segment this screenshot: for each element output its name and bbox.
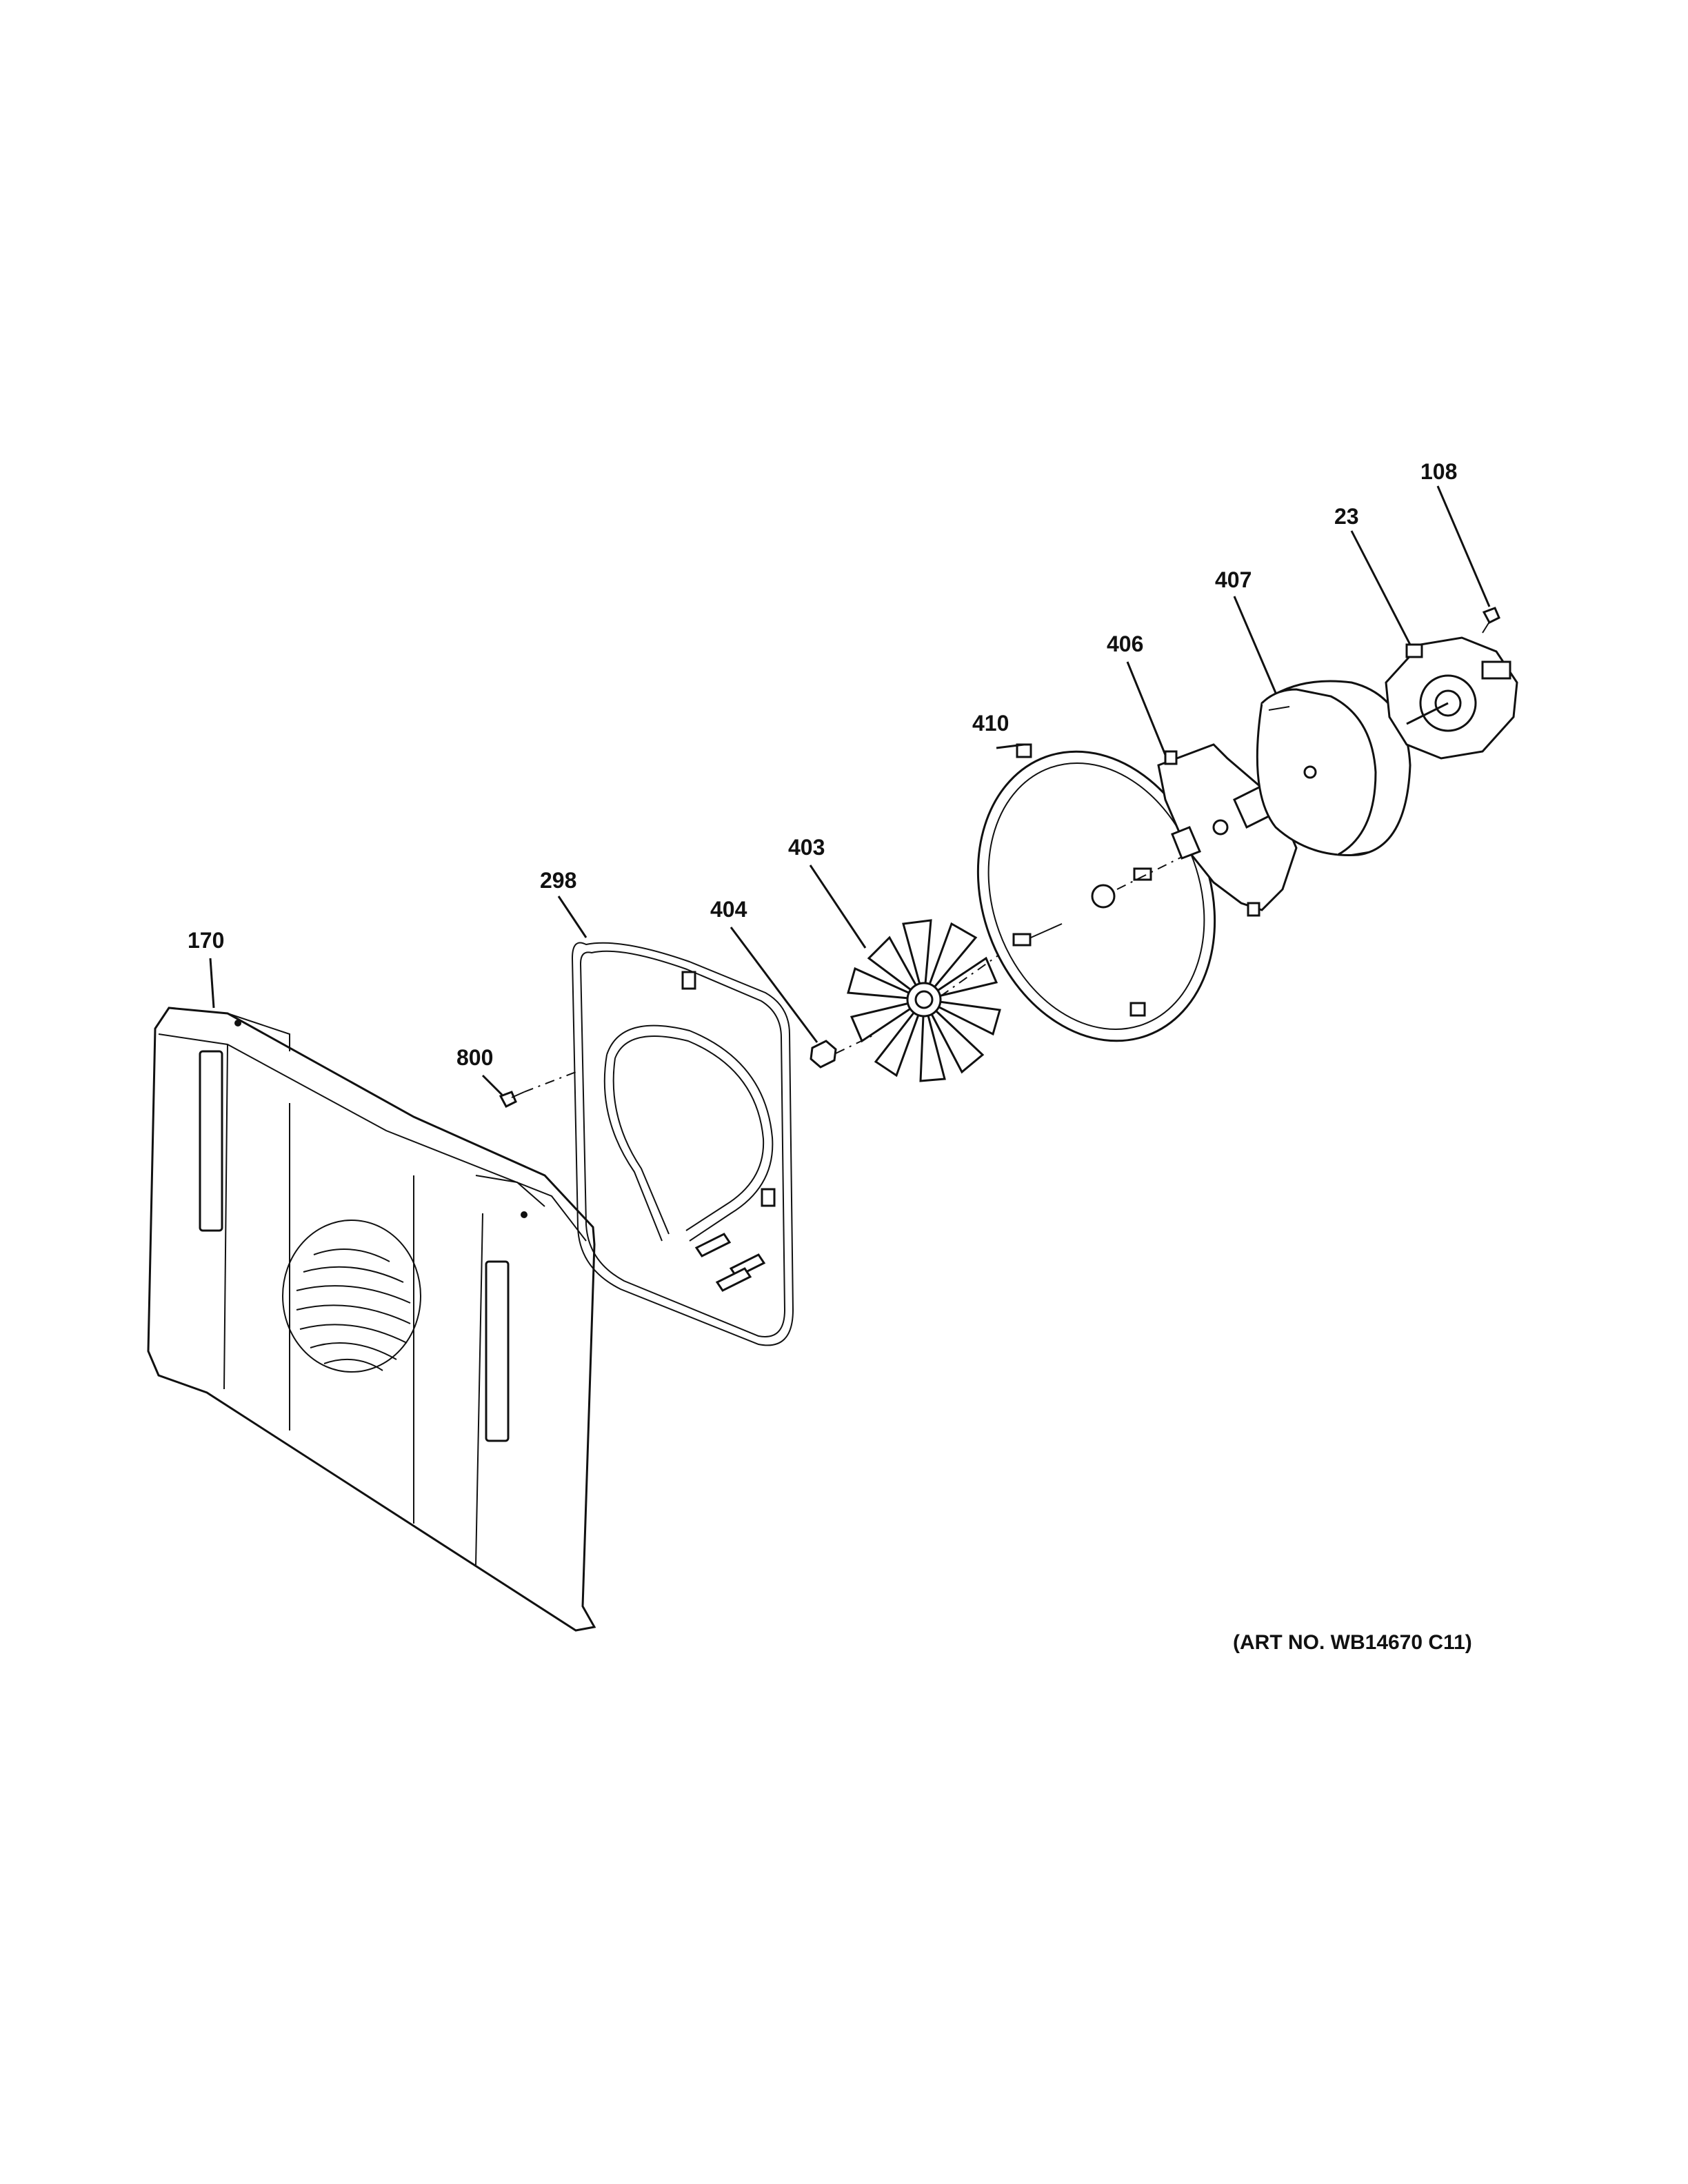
part-800-screw	[499, 1091, 525, 1108]
part-410-mounting-plate	[976, 743, 1216, 1042]
callout-labels: 108 23 407 406 410 403 298 404 170 800 (…	[188, 459, 1472, 1654]
callout-23: 23	[1334, 504, 1359, 529]
callout-298: 298	[540, 868, 576, 893]
callout-406: 406	[1107, 631, 1143, 656]
part-404-nut	[810, 1040, 837, 1069]
callout-404: 404	[710, 897, 747, 922]
callout-407: 407	[1215, 567, 1252, 592]
callout-410: 410	[972, 711, 1009, 736]
part-298-heating-element	[571, 942, 794, 1346]
callout-108: 108	[1420, 459, 1457, 484]
callout-403: 403	[788, 835, 825, 860]
callout-170: 170	[188, 928, 224, 953]
part-23-motor	[1385, 636, 1518, 760]
part-403-fan-blade	[847, 919, 1001, 1082]
callout-800: 800	[456, 1045, 493, 1070]
art-number: (ART NO. WB14670 C11)	[1233, 1631, 1472, 1654]
part-407-insulation	[1256, 680, 1411, 856]
part-108-screw	[1482, 607, 1500, 634]
part-170-rear-panel	[147, 1007, 596, 1632]
part-406-motor-bracket	[1157, 743, 1298, 917]
leader-lines	[209, 485, 1491, 1096]
